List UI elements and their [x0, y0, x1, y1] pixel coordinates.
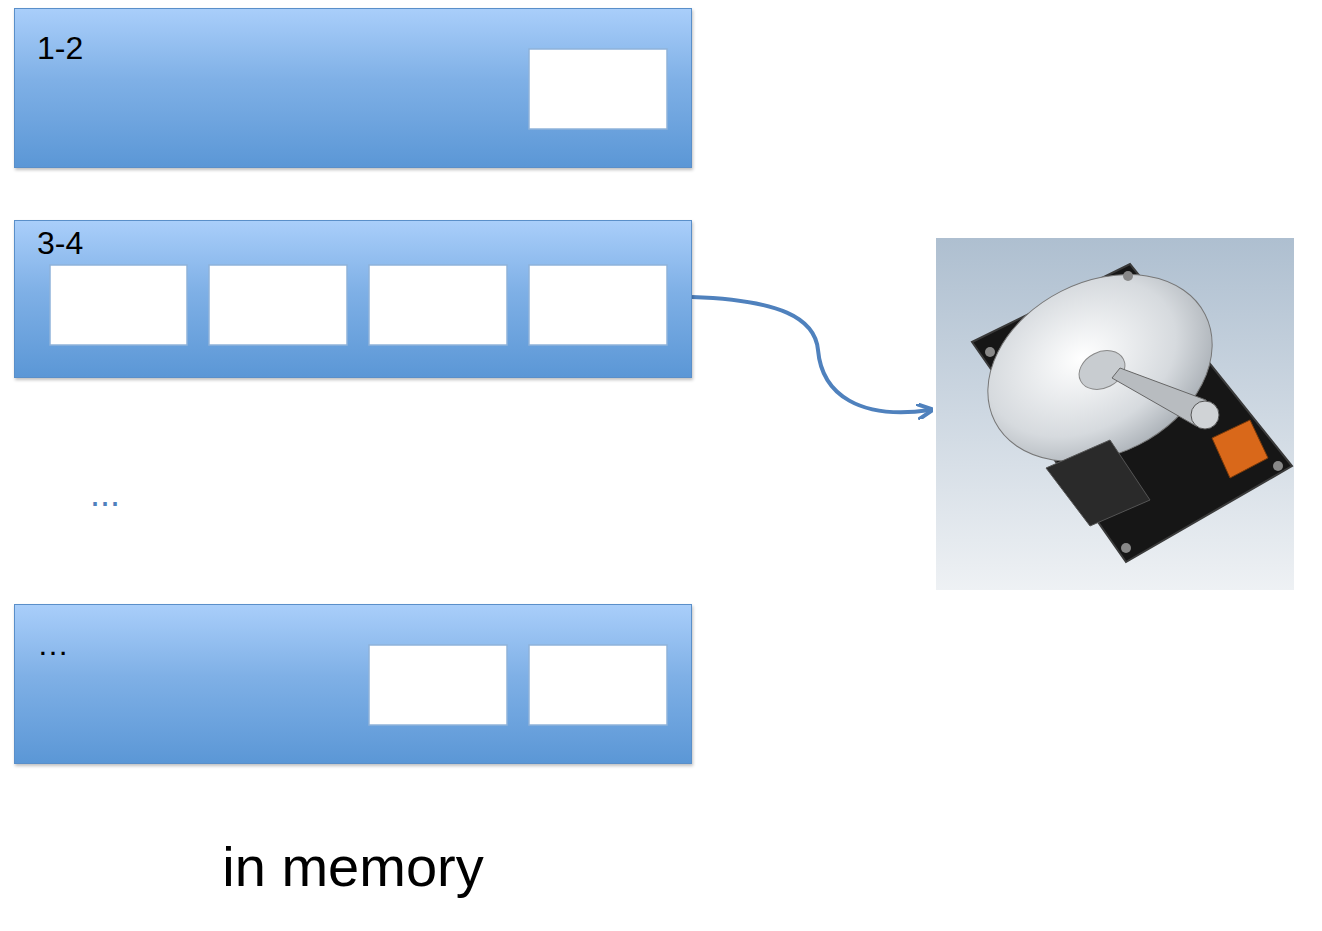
- page-slot: [209, 265, 347, 345]
- band-label: 3-4: [37, 226, 83, 261]
- memory-band: …: [14, 604, 692, 764]
- band-label: …: [37, 627, 69, 662]
- drive-screw: [1273, 461, 1283, 471]
- drive-screw: [985, 347, 995, 357]
- drive-screw: [1121, 543, 1131, 553]
- photo-background: [936, 238, 1294, 590]
- page-slots: [15, 9, 693, 169]
- hard-drive-photo: [936, 238, 1294, 590]
- page-slot: [50, 265, 187, 345]
- page-slot: [369, 645, 507, 725]
- page-slots: [15, 605, 693, 765]
- page-slot: [529, 49, 667, 129]
- page-slots: [15, 221, 693, 379]
- ellipsis-label: ...: [90, 474, 120, 514]
- memory-band: 1-2: [14, 8, 692, 168]
- drive-flex-cable: [1212, 420, 1268, 478]
- page-slot: [529, 265, 667, 345]
- drive-pivot: [1191, 401, 1219, 429]
- band-label: 1-2: [37, 31, 83, 66]
- memory-band: 3-4: [14, 220, 692, 378]
- page-slot: [369, 265, 507, 345]
- caption-label: in memory: [222, 836, 483, 898]
- flush-arrow: [692, 297, 930, 412]
- drive-magnet: [1046, 440, 1150, 526]
- drive-screw: [1123, 271, 1133, 281]
- page-slot: [529, 645, 667, 725]
